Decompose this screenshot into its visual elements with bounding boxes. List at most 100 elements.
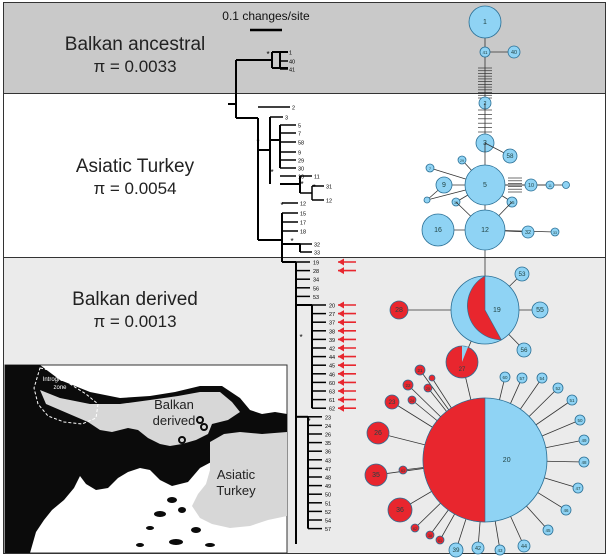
support-star: * bbox=[280, 201, 283, 210]
haplotype-node bbox=[414, 364, 426, 376]
haplotype-node bbox=[366, 421, 390, 445]
tip-label: 9 bbox=[298, 151, 301, 157]
arrow-head bbox=[338, 353, 344, 361]
group-label-asiatic: Asiatic Turkey π = 0.0054 bbox=[40, 156, 230, 200]
node-label: 52 bbox=[555, 386, 561, 391]
haplotype-node bbox=[517, 539, 531, 553]
haplotype-node-blue-share bbox=[462, 346, 468, 362]
tip-label: 26 bbox=[325, 433, 331, 439]
node-label: 22 bbox=[405, 383, 411, 388]
tip-label: 50 bbox=[325, 493, 331, 499]
tip-label: 47 bbox=[325, 467, 331, 473]
node-label: 38 bbox=[428, 534, 432, 538]
node-label: 41 bbox=[482, 50, 488, 55]
haplotype-node bbox=[421, 213, 455, 247]
sample-site-markers bbox=[178, 416, 208, 444]
node-label: 5 bbox=[483, 182, 487, 189]
tip-label: 12 bbox=[326, 199, 332, 205]
group-pi: π = 0.0013 bbox=[93, 312, 177, 331]
map-label-asiatic-turkey-1: Asiatic bbox=[217, 467, 256, 482]
haplotype-node-red-share bbox=[467, 275, 502, 341]
tip-label: 11 bbox=[314, 175, 320, 181]
haplotype-node bbox=[364, 463, 388, 487]
node-label: 46 bbox=[563, 508, 569, 513]
node-label: 58 bbox=[506, 153, 514, 160]
scale-label: 0.1 changes/site bbox=[222, 9, 310, 23]
support-star: * bbox=[312, 183, 315, 192]
node-label: 43 bbox=[497, 548, 503, 553]
tip-label: 34 bbox=[313, 278, 319, 284]
support-star: * bbox=[290, 237, 293, 246]
node-label: 50 bbox=[577, 418, 583, 423]
haplotype-node bbox=[560, 504, 572, 516]
tip-label: 36 bbox=[325, 450, 331, 456]
haplotype-node bbox=[448, 542, 464, 558]
group-pi: π = 0.0054 bbox=[93, 179, 177, 198]
group-name: Balkan derived bbox=[72, 289, 198, 310]
arrow-head bbox=[338, 335, 344, 343]
support-star: * bbox=[256, 138, 259, 147]
group-label-derived: Balkan derived π = 0.0013 bbox=[40, 289, 230, 333]
tip-label: 19 bbox=[313, 261, 319, 267]
haplotype-node bbox=[578, 456, 590, 468]
tip-label: 57 bbox=[325, 527, 331, 533]
tip-label: 60 bbox=[329, 381, 335, 387]
node-label: 63 bbox=[401, 469, 405, 473]
tip-label: 42 bbox=[329, 347, 335, 353]
tip-label: 63 bbox=[329, 390, 335, 396]
arrow-head bbox=[338, 258, 344, 266]
haplotype-node bbox=[542, 524, 554, 536]
haplotype-node bbox=[435, 535, 445, 545]
haplotype-node bbox=[457, 155, 467, 165]
introgression-zone-outline bbox=[33, 367, 99, 425]
haplotype-node bbox=[516, 342, 532, 358]
group-name: Asiatic Turkey bbox=[75, 156, 195, 177]
node-label: 57 bbox=[519, 376, 525, 381]
haplotype-node bbox=[562, 181, 570, 189]
tip-label: 48 bbox=[325, 476, 331, 482]
haplotype-node bbox=[516, 372, 528, 384]
tip-label: 41 bbox=[289, 68, 295, 74]
node-label: 26 bbox=[374, 430, 382, 437]
arrow-head bbox=[338, 327, 344, 335]
node-label: 55 bbox=[536, 307, 544, 314]
haplotype-node bbox=[423, 383, 433, 393]
haplotype-node bbox=[468, 5, 502, 39]
tip-label: 40 bbox=[289, 60, 295, 66]
tip-label: 10 bbox=[298, 175, 304, 181]
arrow-head bbox=[338, 361, 344, 369]
node-label: 9 bbox=[442, 182, 446, 189]
arrow-head bbox=[338, 301, 344, 309]
node-label: 62 bbox=[413, 527, 417, 531]
arrow-head bbox=[338, 387, 344, 395]
haplotype-node bbox=[574, 414, 586, 426]
support-star: * bbox=[300, 180, 303, 189]
haplotype-node bbox=[464, 164, 506, 206]
tip-label: 53 bbox=[313, 295, 319, 301]
haplotype-node bbox=[479, 46, 491, 58]
node-label: 60 bbox=[502, 375, 508, 380]
node-label: 20 bbox=[503, 457, 511, 464]
haplotype-node bbox=[402, 379, 414, 391]
tip-label: 49 bbox=[325, 484, 331, 490]
node-label: 29 bbox=[460, 159, 464, 163]
tip-label: 5 bbox=[298, 124, 301, 130]
node-label: 61 bbox=[438, 539, 442, 543]
node-label: 16 bbox=[434, 227, 442, 234]
arrow-head bbox=[338, 344, 344, 352]
arrow-head bbox=[338, 378, 344, 386]
haplotype-node bbox=[435, 176, 453, 194]
haplotype-node bbox=[524, 178, 538, 192]
map-label-introgression-2: zone bbox=[53, 385, 67, 391]
tip-label: 62 bbox=[329, 407, 335, 413]
support-star: * bbox=[298, 242, 301, 251]
node-label: 49 bbox=[581, 438, 587, 443]
group-label-ancestral: Balkan ancestral π = 0.0033 bbox=[40, 34, 230, 78]
tip-label: 32 bbox=[314, 243, 320, 249]
node-label: 36 bbox=[396, 507, 404, 514]
tip-label: 46 bbox=[329, 372, 335, 378]
tip-label: 58 bbox=[298, 141, 304, 147]
tip-label: 18 bbox=[300, 230, 306, 236]
haplotype-node bbox=[514, 266, 530, 282]
